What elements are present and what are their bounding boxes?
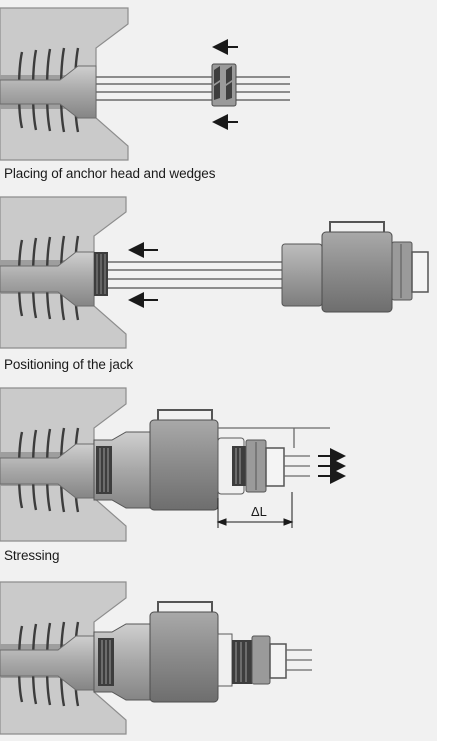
trumpet [0,65,97,119]
hydraulic-jack [93,601,287,703]
panel-anchoring [0,581,312,735]
strands [108,261,282,289]
strands [96,76,290,101]
elongation-dimension [216,492,294,528]
elongation-label: ΔL [251,504,267,519]
strands [218,427,330,477]
caption-step-1: Placing of anchor head and wedges [4,166,216,181]
caption-step-2: Positioning of the jack [4,357,134,372]
wedges [214,66,232,100]
panel-stressing [0,387,346,542]
strands [286,649,312,671]
hydraulic-jack [281,221,429,313]
hydraulic-jack [93,409,285,511]
trumpet [0,251,95,307]
panel-positioning-jack [0,196,429,349]
panel-placing-anchor-head [0,7,290,161]
caption-step-3: Stressing [4,548,60,563]
